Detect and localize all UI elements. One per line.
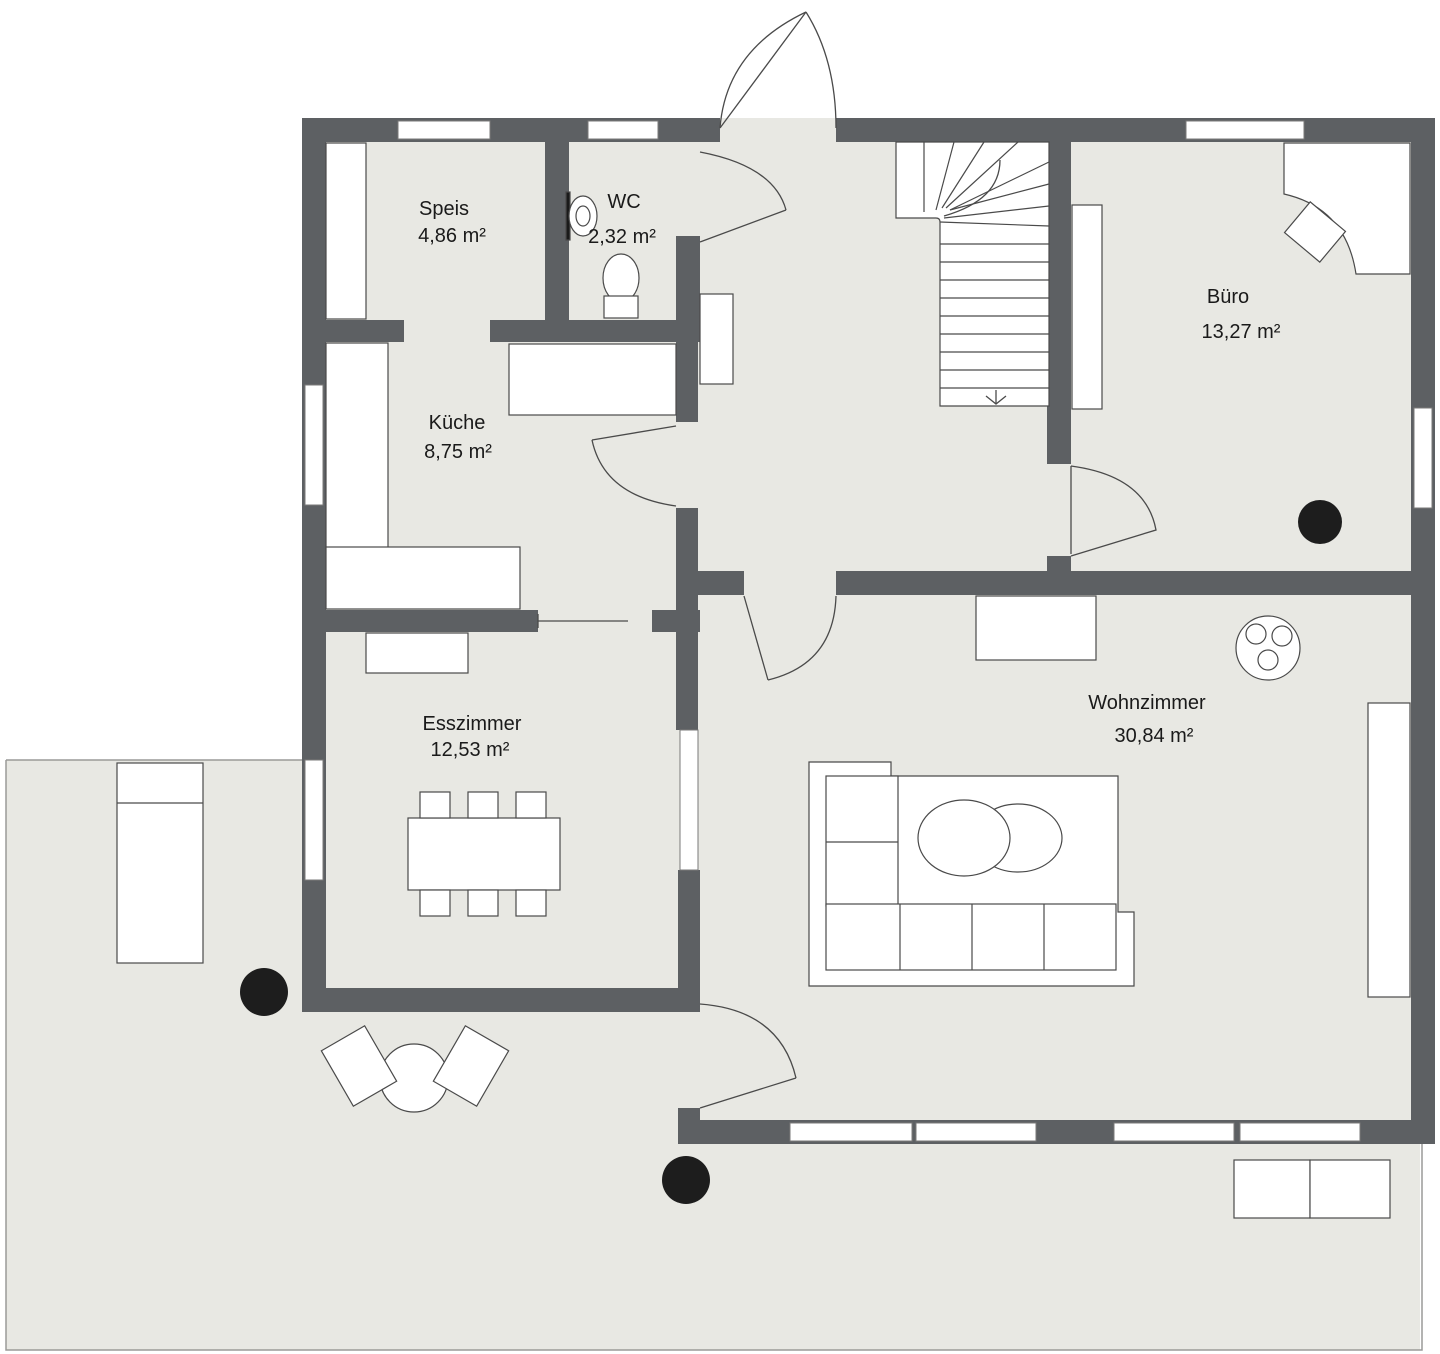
room-name-kueche: Küche: [429, 412, 486, 434]
terrace-furniture: [116, 762, 1391, 1219]
interior-walls: [326, 118, 1435, 1012]
room-labels: Speis 4,86 m² WC 2,32 m² Büro 13,27 m² K…: [418, 191, 1281, 761]
room-area-buero: 13,27 m²: [1202, 321, 1281, 343]
entrance-step: [720, 118, 836, 142]
office-furniture: [1071, 142, 1411, 410]
terrace: [6, 760, 1420, 1350]
hall-cabinet: [699, 293, 734, 385]
room-area-wc: 2,32 m²: [588, 226, 656, 248]
room-area-wohnzimmer: 30,84 m²: [1115, 725, 1194, 747]
speis-shelf: [325, 142, 367, 320]
room-name-buero: Büro: [1207, 286, 1249, 308]
kitchen-furniture: [325, 342, 677, 610]
doors: [537, 11, 1157, 1109]
room-area-speis: 4,86 m²: [418, 225, 486, 247]
terrace-outline: [5, 759, 1423, 1351]
room-area-kueche: 8,75 m²: [424, 441, 492, 463]
dining-furniture: [365, 632, 561, 917]
windows: [304, 120, 1433, 1142]
room-name-wohnzimmer: Wohnzimmer: [1088, 692, 1206, 714]
plant-icons: [240, 500, 1342, 1204]
living-furniture: [808, 595, 1411, 998]
room-name-esszimmer: Esszimmer: [423, 713, 522, 735]
room-name-wc: WC: [607, 191, 640, 213]
staircase: [895, 141, 1050, 407]
wc-fixtures: [565, 191, 640, 319]
room-name-speis: Speis: [419, 198, 469, 220]
room-area-esszimmer: 12,53 m²: [431, 739, 510, 761]
